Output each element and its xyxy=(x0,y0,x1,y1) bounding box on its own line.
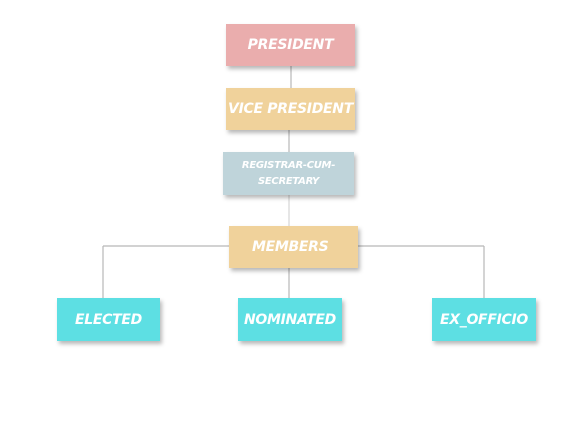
registrar-label-line2: SECRETARY xyxy=(257,175,319,187)
ex-officio-label: EX_OFFICIO xyxy=(440,311,528,328)
members-label: MEMBERS xyxy=(252,239,329,255)
vice-president-box: VICE PRESIDENT xyxy=(226,88,355,130)
nominated-box: NOMINATED xyxy=(238,298,342,341)
nominated-label: NOMINATED xyxy=(243,311,336,328)
members-box: MEMBERS xyxy=(229,226,358,268)
president-label: PRESIDENT xyxy=(247,37,334,53)
elected-label: ELECTED xyxy=(75,311,142,328)
registrar-label-line1: REGISTRAR-CUM- xyxy=(241,159,336,171)
ex-officio-box: EX_OFFICIO xyxy=(432,298,536,341)
president-box: PRESIDENT xyxy=(226,24,355,66)
registrar-box: REGISTRAR-CUM- SECRETARY xyxy=(223,152,354,195)
vice-president-label: VICE PRESIDENT xyxy=(228,101,353,117)
elected-box: ELECTED xyxy=(57,298,160,341)
